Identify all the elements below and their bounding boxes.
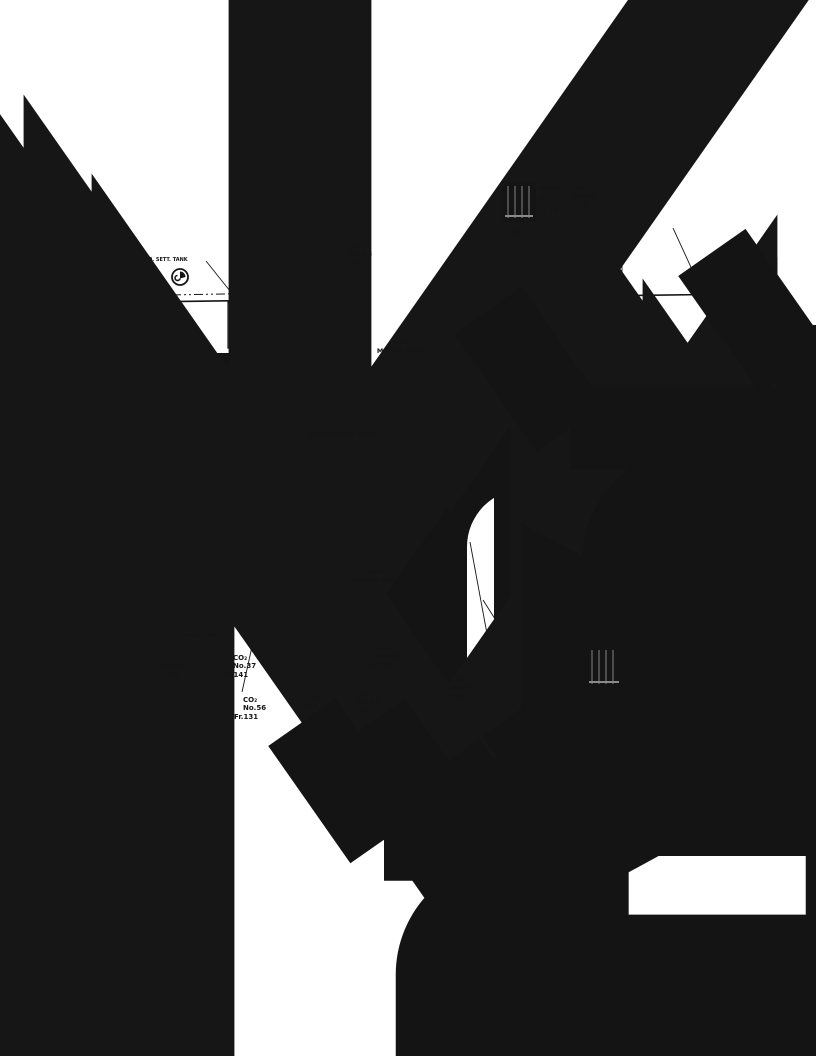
extinguisher-label: CO₂ No.46 Fr.105: [564, 184, 816, 1056]
hydrant-station: No.46 W Fr.103 1 1/2": [586, 646, 816, 1056]
extinguisher-label: CO₂ No.37 Fr.141: [224, 654, 816, 1056]
extinguisher-labels: P No.47 Fr.143 CO₂ No.37 Fr.141 CO₂ No.5…: [154, 184, 816, 1056]
hydrant-size: 1 1/2": [504, 227, 527, 235]
ext-line3: Fr.129: [368, 661, 392, 669]
room-label-aux-bot-2: MACHY FLAT: [353, 576, 400, 584]
ext-line2: No.49: [307, 702, 330, 710]
ext-line1: CO₂: [377, 644, 391, 652]
ext-line3: Fr.131: [298, 711, 322, 719]
hydrant-fr: Fr.103: [625, 671, 649, 679]
room-label-aux-top-2: MACHY FLAT: [377, 347, 424, 355]
hydrant-size: 1 1/2": [588, 694, 611, 702]
extinguisher-label: CO₂ No.52 Fr.132: [348, 690, 816, 1056]
ext-line3: Fr.141: [224, 671, 248, 679]
ext-line2: No.58: [349, 250, 372, 258]
ext-line1: CO₂: [307, 694, 321, 702]
ext-line3: Fr.131: [234, 713, 258, 721]
hydrant-w: W: [539, 195, 547, 203]
lo-stop-label-2: STOP: [243, 326, 257, 332]
extinguisher-label: CO₂ No.49 Fr.131: [298, 694, 816, 1056]
ext-line1: CO₂: [451, 676, 465, 684]
ext-line1: CO₂: [243, 696, 257, 704]
hydrant-no: No.46: [625, 648, 648, 656]
hydrant-w: W: [625, 659, 633, 667]
damper-icon: [171, 268, 189, 286]
extinguisher-label: CO₂ No.53 Fr.121: [442, 676, 816, 1056]
room-label-lo-sett-tank: L.O. SETT. TANK: [143, 257, 189, 263]
ext-line2: No.37: [233, 662, 256, 670]
hydrant-station: No.47 W Fr.107 1 1/2": [502, 182, 816, 932]
hydrant-no: No.47: [539, 184, 562, 192]
ext-line3: Fr.132: [348, 707, 372, 715]
room-label-aux-bot-1: AUX: [368, 567, 383, 575]
ext-line3: Fr.121: [442, 693, 466, 701]
ext-line2: No.52: [357, 698, 380, 706]
ext-line3: Fr.135: [340, 259, 364, 267]
ext-line2: No.56: [243, 704, 266, 712]
ext-line1: CO₂: [573, 184, 587, 192]
ext-line2: No.46: [573, 192, 596, 200]
extinguisher-label: CO₂ No.54 Fr.129: [368, 644, 816, 1056]
ext-line2: No.53: [451, 684, 474, 692]
hydrant-fr: Fr.107: [539, 207, 563, 215]
extinguisher-label: P No.47 Fr.143: [154, 654, 749, 1056]
bracket-ps-label: BRACKET P/S: [180, 633, 217, 639]
ext-line1: CO₂: [357, 690, 371, 698]
ext-line2: No.47: [163, 662, 186, 670]
ext-line1: CO₂: [233, 654, 247, 662]
lo-stop-label-1: L.O.: [245, 318, 255, 324]
extinguisher-label: CO₂ No.56 Fr.131: [234, 696, 816, 1056]
extinguisher-label: CO₂ No.58 Fr.135: [340, 242, 816, 1056]
ext-line3: Fr.143: [154, 671, 178, 679]
room-label-machinery-space: MACHINERY SPACE: [308, 431, 382, 439]
ext-line1: P: [163, 654, 168, 662]
room-label-aux-top-1: AUX: [392, 338, 407, 346]
ext-line1: CO₂: [349, 242, 363, 250]
lo-stop-box: L.O. STOP: [227, 301, 273, 349]
ext-line3: Fr.105: [564, 201, 588, 209]
ext-line2: No.54: [377, 652, 400, 660]
